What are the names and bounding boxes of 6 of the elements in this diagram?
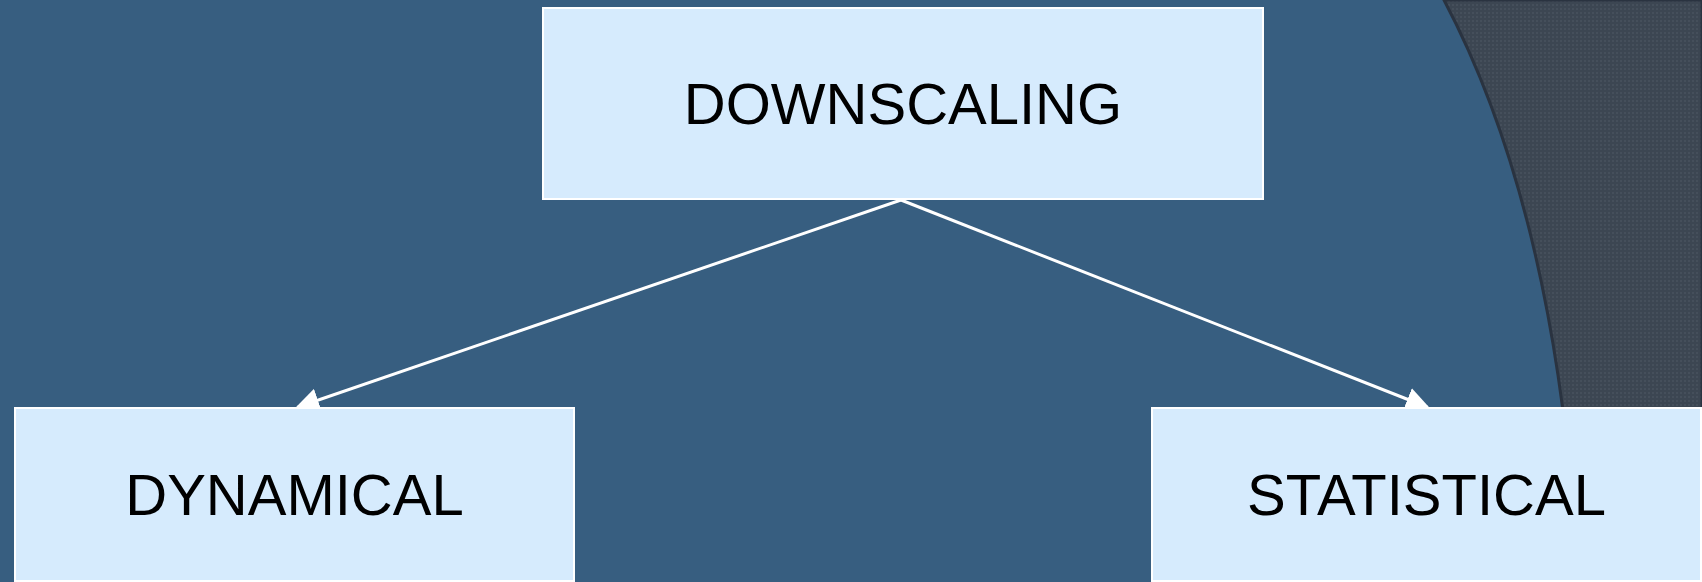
node-label: DYNAMICAL — [125, 461, 464, 528]
node-label: DOWNSCALING — [683, 70, 1123, 137]
process-box — [14, 407, 575, 582]
process-box — [1151, 407, 1702, 582]
node-label: STATISTICAL — [1247, 461, 1606, 528]
process-box — [542, 7, 1264, 200]
